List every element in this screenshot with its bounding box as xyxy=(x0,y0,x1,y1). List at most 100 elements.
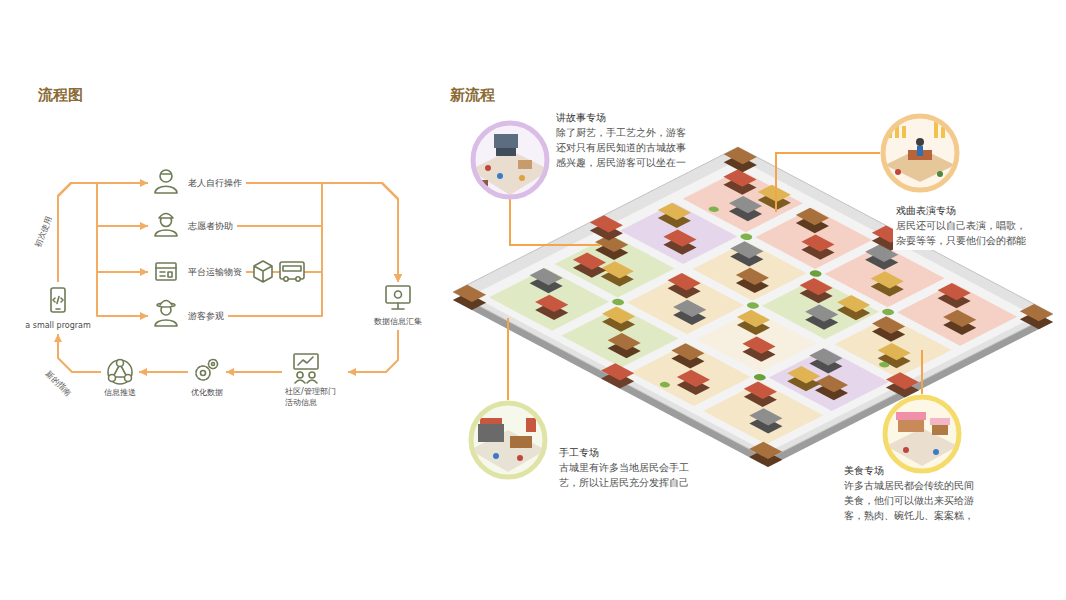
city-districts xyxy=(565,253,614,278)
food-circle xyxy=(885,397,959,471)
monitor-icon xyxy=(392,303,404,309)
flow-arrow xyxy=(58,334,101,372)
city-districts xyxy=(707,205,721,212)
food-circle xyxy=(930,418,950,425)
craft-circle xyxy=(470,403,546,477)
city-districts xyxy=(864,316,913,341)
truck-icon xyxy=(280,262,304,279)
city-map xyxy=(582,215,631,240)
leader-lines xyxy=(510,199,600,245)
city-districts xyxy=(750,185,799,210)
city-districts xyxy=(742,408,791,433)
city-districts xyxy=(788,208,837,233)
city-districts xyxy=(792,278,841,303)
tourist-icon xyxy=(155,301,177,327)
city-map xyxy=(741,442,790,467)
board-icon xyxy=(295,380,317,383)
node-body: 居民还可以自己表演，唱歌， 杂耍等等，只要他们会的都能 xyxy=(896,218,1026,248)
craft-circle xyxy=(493,453,499,459)
flow-step: 平台运输物资 xyxy=(148,263,246,282)
city-districts xyxy=(728,268,777,293)
flow-arrow xyxy=(237,183,398,282)
flow-step: 社区/管理部门 活动信息 xyxy=(282,350,348,411)
leader-lines xyxy=(776,153,880,212)
flow-arrow xyxy=(58,183,148,282)
food-circle xyxy=(903,447,909,453)
city-districts xyxy=(703,382,823,444)
board-icon xyxy=(294,354,318,369)
flow-step: 数据信息汇集 xyxy=(371,282,425,330)
node-body: 许多古城居民都会传统的民间 美食，他们可以做出来买给游 客，熟肉、碗饦儿、案案糕… xyxy=(844,478,974,523)
opera-circle xyxy=(902,126,906,138)
city-map xyxy=(1012,304,1061,329)
food-circle xyxy=(933,449,939,455)
flow-arrow xyxy=(228,183,398,316)
city-districts xyxy=(600,333,649,358)
leader-lines xyxy=(921,350,923,394)
node-text: a small program xyxy=(25,320,90,331)
leader-lines xyxy=(508,153,922,400)
city-map xyxy=(878,372,927,397)
board-icon xyxy=(294,354,318,383)
story-circle xyxy=(485,165,491,171)
flow-arrow xyxy=(58,183,148,282)
story-circle xyxy=(470,123,550,197)
gear-icon xyxy=(196,366,210,380)
city-districts xyxy=(650,203,699,228)
edge-label: 初次使用 xyxy=(33,213,55,250)
city-districts xyxy=(716,169,765,194)
city-districts xyxy=(527,295,576,320)
volunteer-icon xyxy=(155,214,177,237)
truck-icon xyxy=(284,277,288,281)
opera-circle xyxy=(941,127,945,138)
flow-arrow xyxy=(58,183,148,282)
node-body: 除了厨艺，手工艺之外，游客 还对只有居民知道的古城故事 感兴趣，居民游客可以坐在… xyxy=(556,125,686,170)
craft-circle xyxy=(510,436,532,448)
city-map xyxy=(593,363,642,388)
city-map xyxy=(445,285,494,310)
city-districts xyxy=(880,308,897,317)
city-districts xyxy=(610,298,627,307)
city-districts xyxy=(735,336,784,361)
parcel-icon xyxy=(254,261,272,282)
city-districts xyxy=(877,361,891,368)
flow-arrow xyxy=(348,330,398,372)
city-districts xyxy=(829,295,878,320)
elder-icon xyxy=(155,186,177,193)
callout-text: 美食专场许多古城居民都会传统的民间 美食，他们可以做出来买给游 客，熟肉、碗饦儿… xyxy=(841,461,977,525)
city-districts xyxy=(930,283,979,308)
node-text: 老人自行操作 xyxy=(188,178,242,189)
gear-icon xyxy=(209,360,218,369)
flow-step: 游客参观 xyxy=(148,307,228,326)
city-districts xyxy=(736,382,785,407)
flow-arrow xyxy=(139,371,188,373)
platform-icon xyxy=(156,263,176,280)
callout-text: 戏曲表演专场居民还可以自己表演，唱歌， 杂耍等等，只要他们会的都能 xyxy=(893,201,1029,250)
chart-title: 流程图 xyxy=(38,86,83,105)
node-text: 游客参观 xyxy=(188,311,224,322)
tourist-icon xyxy=(160,301,172,306)
node-text: 平台运输物资 xyxy=(188,267,242,278)
flow-arrow xyxy=(226,371,282,373)
city-map xyxy=(453,155,1053,467)
node-text: 志愿者协助 xyxy=(188,221,233,232)
city-districts xyxy=(863,271,912,296)
monitor-icon xyxy=(386,286,410,303)
city-districts xyxy=(723,241,772,266)
truck-icon xyxy=(280,262,304,281)
gear-icon xyxy=(201,371,206,376)
monitor-icon xyxy=(386,286,410,309)
elder-icon xyxy=(155,170,177,193)
opera-circle xyxy=(917,146,923,156)
truck-icon xyxy=(283,266,301,271)
elder-icon xyxy=(161,173,171,175)
leader-lines xyxy=(507,318,509,400)
callout-text: 讲故事专场除了厨艺，手工艺之外，游客 还对只有居民知道的古城故事 感兴趣，居民游… xyxy=(553,108,689,172)
flow-step: 信息推送 xyxy=(101,355,139,401)
monitor-icon xyxy=(395,291,402,298)
gear-icon xyxy=(212,363,215,366)
city-districts xyxy=(807,269,824,278)
node-text: 优化数据 xyxy=(191,387,223,398)
flow-step: 志愿者协助 xyxy=(148,217,237,236)
